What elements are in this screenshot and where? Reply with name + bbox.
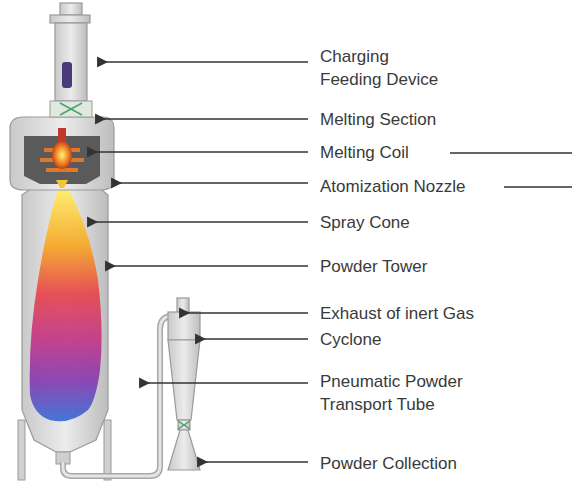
feed-valve [50, 101, 92, 117]
part-label: Cyclone [320, 328, 560, 351]
part-label: Pneumatic Powder Transport Tube [320, 370, 470, 416]
part-label: Spray Cone [320, 211, 560, 234]
part-label: Atomization Nozzle [320, 175, 560, 198]
charge-rod [62, 62, 72, 88]
atomization-nozzle [56, 180, 68, 188]
transport-tube-inner [63, 316, 182, 476]
spray-cone [30, 188, 102, 421]
transport-tube [63, 316, 182, 476]
powder-tower [22, 185, 108, 452]
feeding-device [50, 3, 90, 101]
part-label: Melting Coil [320, 141, 560, 164]
part-label: Powder Collection [320, 452, 560, 475]
feed-valve-cross [60, 103, 82, 115]
part-label: Exhaust of inert Gas [320, 302, 560, 325]
melting-cavity [24, 136, 100, 184]
melt [52, 141, 72, 169]
melting-section [10, 117, 114, 190]
leader-arrows [96, 62, 572, 462]
part-label: Powder Tower [320, 255, 560, 278]
part-label: Charging Feeding Device [320, 45, 450, 91]
cyclone [168, 298, 200, 470]
part-label: Melting Section [320, 108, 560, 131]
cyclone-valve [178, 421, 190, 429]
melt-stream [58, 128, 66, 142]
